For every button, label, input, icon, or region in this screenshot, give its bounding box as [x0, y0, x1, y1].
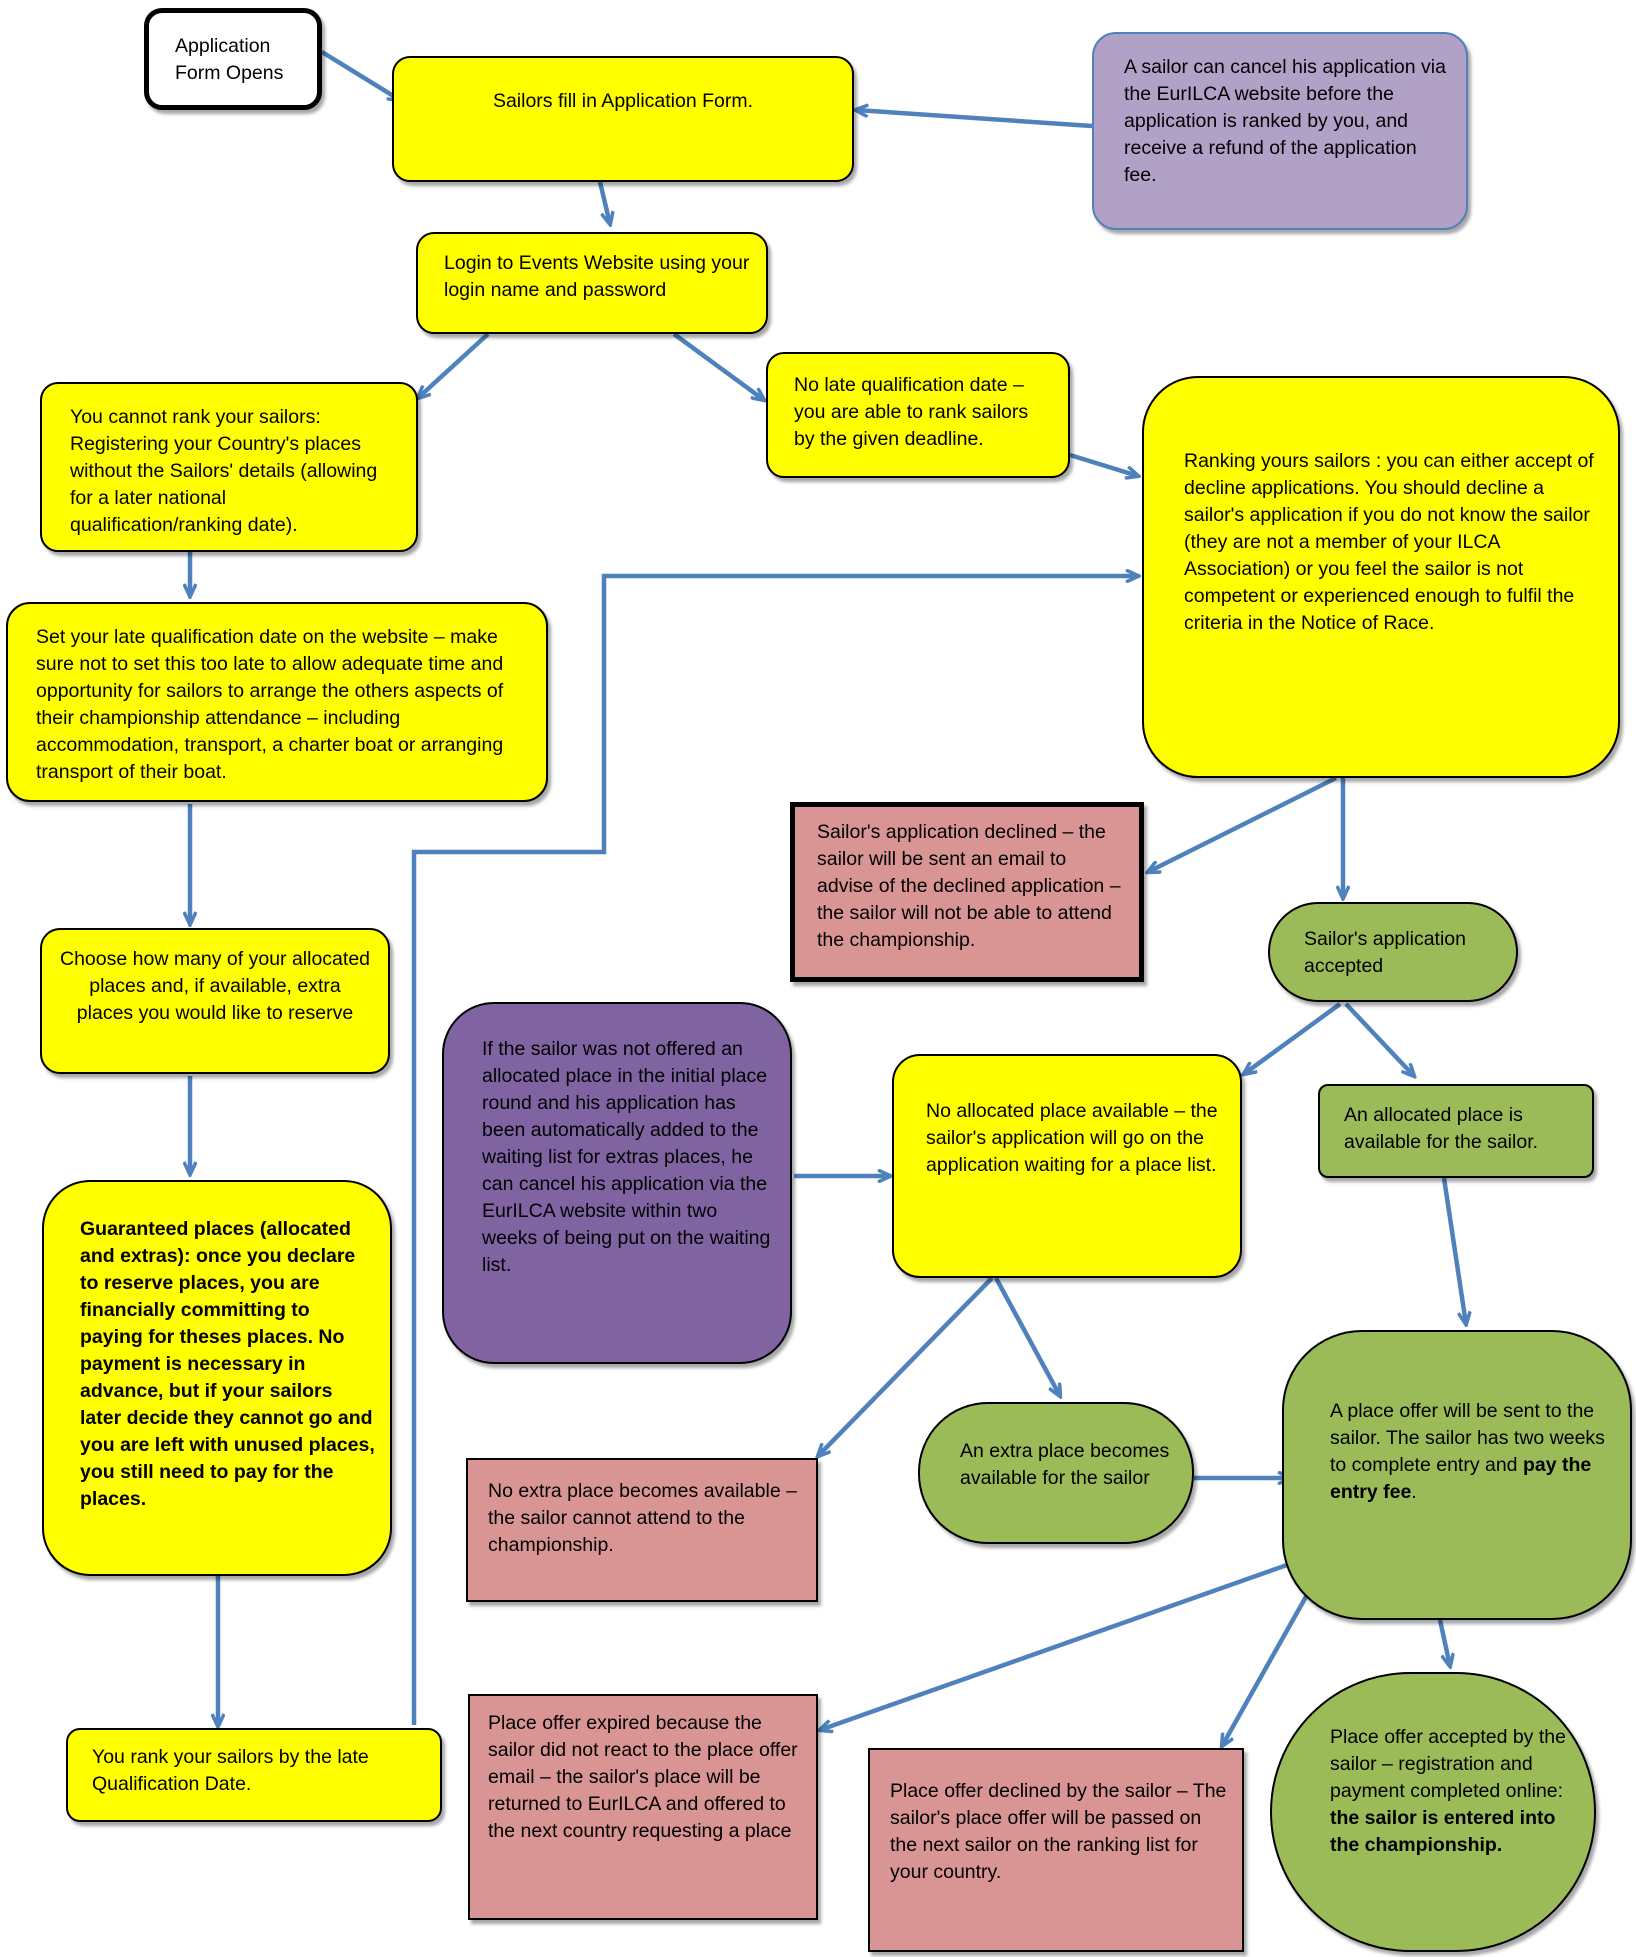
offer-accepted-text: Place offer accepted by the sailor – reg… — [1330, 1724, 1580, 1859]
offer-sent-text-part3: . — [1411, 1481, 1417, 1503]
ranking-node: Ranking yours sailors : you can either a… — [1142, 376, 1620, 778]
fill-application-node: Sailors fill in Application Form. — [392, 56, 854, 182]
start-node-text: Application Form Opens — [175, 35, 284, 84]
arrow-no-allocated-to-extra — [994, 1276, 1060, 1396]
fill-application-text: Sailors fill in Application Form. — [492, 90, 754, 112]
guaranteed-places-text: Guaranteed places (allocated and extras)… — [80, 1218, 375, 1510]
offer-accepted-text-bold: the sailor is entered into the champions… — [1330, 1807, 1556, 1856]
declined-text: Sailor's application declined – the sail… — [817, 821, 1121, 951]
rank-late-node: You rank your sailors by the late Qualif… — [66, 1728, 442, 1822]
offer-sent-node: A place offer will be sent to the sailor… — [1282, 1330, 1632, 1620]
set-late-date-text: Set your late qualification date on the … — [36, 626, 504, 783]
offer-sent-text-bold: pay the entry fee — [1330, 1454, 1592, 1503]
accepted-text: Sailor's application accepted — [1304, 928, 1466, 977]
arrow-rank-late-to-ranking — [411, 576, 1138, 1725]
waitlist-cancel-node: If the sailor was not offered an allocat… — [442, 1002, 792, 1364]
arrow-no-late-date-to-ranking — [1069, 452, 1138, 476]
arrow-ranking-to-declined — [1148, 775, 1338, 872]
arrow-accepted-to-allocated — [1344, 1002, 1414, 1076]
arrow-allocated-to-offer — [1441, 1177, 1466, 1324]
guaranteed-places-node: Guaranteed places (allocated and extras)… — [42, 1180, 392, 1576]
cancel-note-node: A sailor can cancel his application via … — [1092, 32, 1468, 230]
ranking-text: Ranking yours sailors : you can either a… — [1184, 450, 1594, 634]
allocated-available-text: An allocated place is available for the … — [1344, 1104, 1539, 1153]
no-extra-text: No extra place becomes available – the s… — [488, 1480, 797, 1556]
cannot-rank-node: You cannot rank your sailors: Registerin… — [40, 382, 418, 552]
rank-late-text: You rank your sailors by the late Qualif… — [92, 1746, 369, 1795]
allocated-available-node: An allocated place is available for the … — [1318, 1084, 1594, 1178]
offer-expired-text: Place offer expired because the sailor d… — [488, 1712, 798, 1842]
cannot-rank-text: You cannot rank your sailors: Registerin… — [70, 406, 378, 536]
no-extra-node: No extra place becomes available – the s… — [466, 1458, 818, 1602]
login-text: Login to Events Website using your login… — [444, 252, 750, 301]
offer-declined-text: Place offer declined by the sailor – The… — [890, 1780, 1227, 1883]
choose-places-text: Choose how many of your allocated places… — [60, 948, 371, 1024]
extra-available-node: An extra place becomes available for the… — [918, 1402, 1194, 1544]
no-allocated-node: No allocated place available – the sailo… — [892, 1054, 1242, 1278]
start-node: Application Form Opens — [144, 8, 322, 110]
choose-places-node: Choose how many of your allocated places… — [40, 928, 390, 1074]
login-node: Login to Events Website using your login… — [416, 232, 768, 334]
waitlist-cancel-text: If the sailor was not offered an allocat… — [482, 1038, 771, 1276]
no-late-date-node: No late qualification date – you are abl… — [766, 352, 1070, 478]
offer-sent-text: A place offer will be sent to the sailor… — [1330, 1398, 1616, 1506]
offer-accepted-text-part1: Place offer accepted by the sailor – reg… — [1330, 1726, 1566, 1802]
arrow-cancel-to-fill — [856, 110, 1093, 129]
offer-accepted-node: Place offer accepted by the sailor – reg… — [1270, 1672, 1596, 1952]
offer-sent-text-part1: A place offer will be sent to the sailor… — [1330, 1400, 1605, 1476]
cancel-note-text: A sailor can cancel his application via … — [1124, 56, 1446, 186]
offer-expired-node: Place offer expired because the sailor d… — [468, 1694, 818, 1920]
extra-available-text: An extra place becomes available for the… — [960, 1440, 1170, 1489]
no-late-date-text: No late qualification date – you are abl… — [794, 374, 1029, 450]
arrow-offer-to-accepted-offer — [1437, 1619, 1450, 1666]
offer-declined-node: Place offer declined by the sailor – The… — [868, 1748, 1244, 1952]
arrow-login-to-no-late-date — [672, 332, 764, 400]
set-late-date-node: Set your late qualification date on the … — [6, 602, 548, 802]
arrow-offer-to-expired — [820, 1551, 1319, 1730]
arrow-login-to-cannot-rank — [418, 332, 490, 398]
arrow-accepted-to-no-allocated — [1244, 1002, 1342, 1074]
arrow-fill-to-login — [597, 181, 610, 224]
declined-node: Sailor's application declined – the sail… — [790, 802, 1144, 982]
arrow-start-to-fill — [320, 50, 400, 100]
accepted-node: Sailor's application accepted — [1268, 902, 1518, 1002]
no-allocated-text: No allocated place available – the sailo… — [926, 1100, 1218, 1176]
arrow-no-allocated-to-no-extra — [818, 1276, 994, 1456]
